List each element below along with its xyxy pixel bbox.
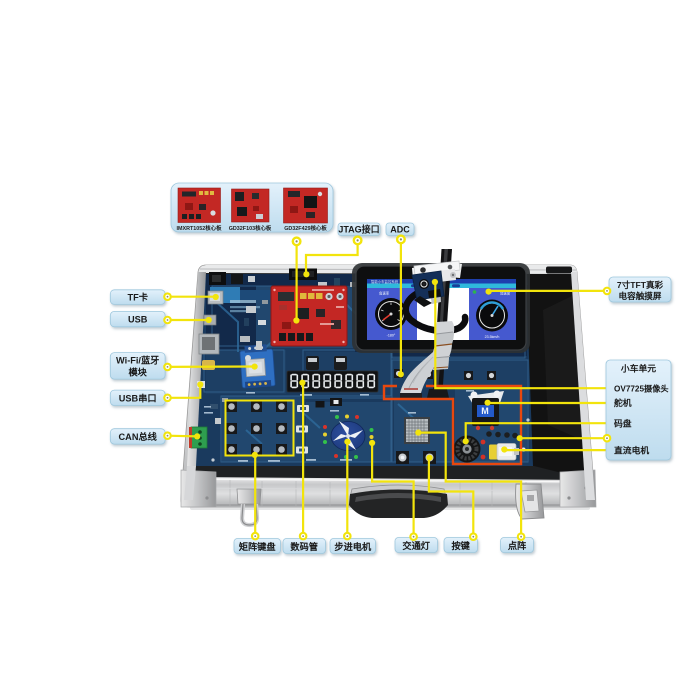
svg-text:数码管: 数码管 [289, 541, 318, 552]
svg-text:7寸TFT真彩: 7寸TFT真彩 [617, 279, 664, 290]
svg-text:ADC: ADC [390, 225, 410, 235]
svg-text:小车单元: 小车单元 [621, 363, 656, 374]
svg-text:23.5km/h: 23.5km/h [485, 335, 500, 339]
svg-text:IMXRT1052核心板: IMXRT1052核心板 [177, 224, 223, 232]
svg-text:Wi-Fi/蓝牙: Wi-Fi/蓝牙 [116, 355, 159, 366]
svg-text:点阵: 点阵 [508, 540, 527, 551]
svg-text:M: M [481, 406, 489, 416]
svg-text:智能小车监控系统: 智能小车监控系统 [371, 279, 399, 284]
svg-text:模块: 模块 [129, 366, 148, 377]
svg-text:直流电机: 直流电机 [614, 444, 649, 455]
svg-text:-180°: -180° [387, 334, 396, 338]
svg-text:矩阵键盘: 矩阵键盘 [239, 541, 276, 552]
svg-text:码盘: 码盘 [614, 417, 632, 428]
svg-text:加速度: 加速度 [500, 291, 511, 296]
svg-text:角速率: 角速率 [379, 291, 390, 296]
svg-text:CAN总线: CAN总线 [119, 431, 158, 442]
svg-text:OV7725摄像头: OV7725摄像头 [614, 383, 669, 393]
svg-text:JTAG接口: JTAG接口 [338, 224, 379, 235]
svg-text:舵机: 舵机 [614, 397, 632, 408]
svg-text:USB串口: USB串口 [119, 392, 157, 403]
svg-text:USB: USB [128, 315, 148, 325]
svg-text:电容触摸屏: 电容触摸屏 [619, 290, 662, 301]
svg-text:TF卡: TF卡 [127, 292, 147, 303]
svg-text:GD32F429核心板: GD32F429核心板 [284, 224, 327, 232]
svg-text:交通灯: 交通灯 [402, 540, 430, 551]
svg-text:GD32F103核心板: GD32F103核心板 [229, 224, 272, 232]
svg-text:步进电机: 步进电机 [334, 541, 372, 552]
svg-text:按键: 按键 [452, 540, 471, 551]
